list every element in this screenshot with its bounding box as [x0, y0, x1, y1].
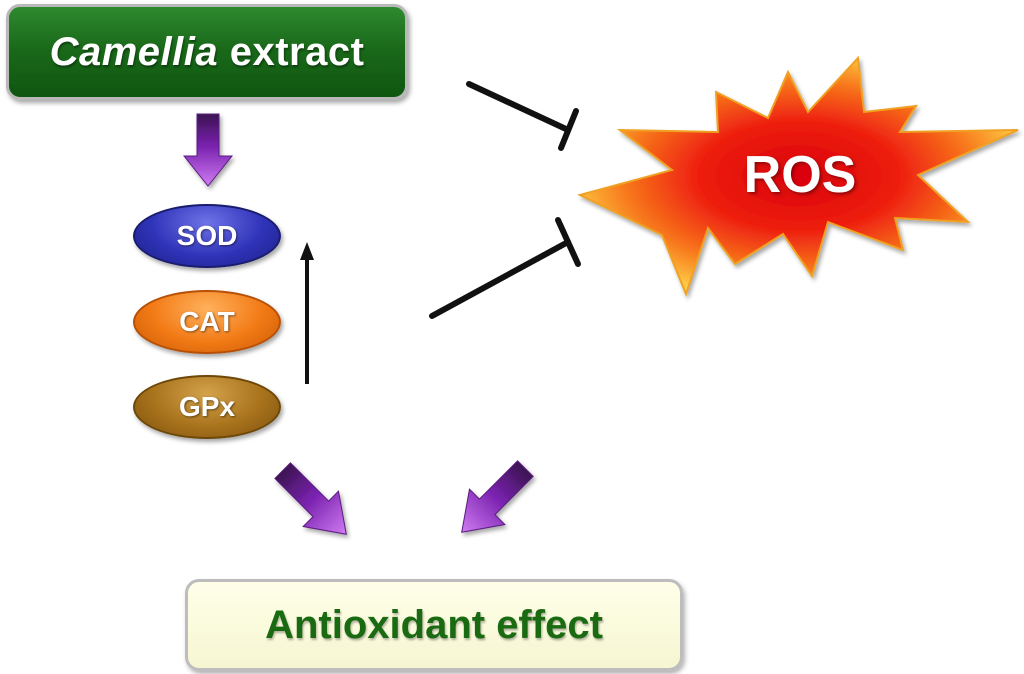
camellia-genus-text: Camellia: [49, 29, 219, 74]
inhibit-extract-ros: [466, 81, 579, 151]
enzyme-gpx-node: GPx: [133, 375, 281, 439]
ros-label: ROS: [743, 146, 857, 204]
enzyme-gpx-label: GPx: [178, 391, 236, 422]
arrow-extract-to-enzymes: [182, 113, 234, 187]
camellia-extract-box: Camellia extract: [6, 4, 408, 100]
arrow-enzymes-to-outcome: [274, 462, 347, 535]
enzyme-cat-node: CAT: [133, 290, 281, 354]
camellia-extract-label: Camellia extract: [50, 30, 365, 75]
extract-text: extract: [218, 29, 365, 74]
arrow-ros-to-outcome: [461, 460, 534, 533]
enzyme-sod-node: SOD: [133, 204, 281, 268]
inhibit-enzymes-ros: [429, 217, 581, 319]
ros-starburst-shape: [577, 55, 1019, 297]
arrow-enzyme-activation: [300, 242, 314, 384]
enzyme-cat-label: CAT: [179, 306, 235, 337]
antioxidant-effect-label: Antioxidant effect: [265, 602, 603, 647]
enzyme-sod-label: SOD: [176, 220, 238, 251]
antioxidant-effect-box: Antioxidant effect: [185, 579, 683, 671]
